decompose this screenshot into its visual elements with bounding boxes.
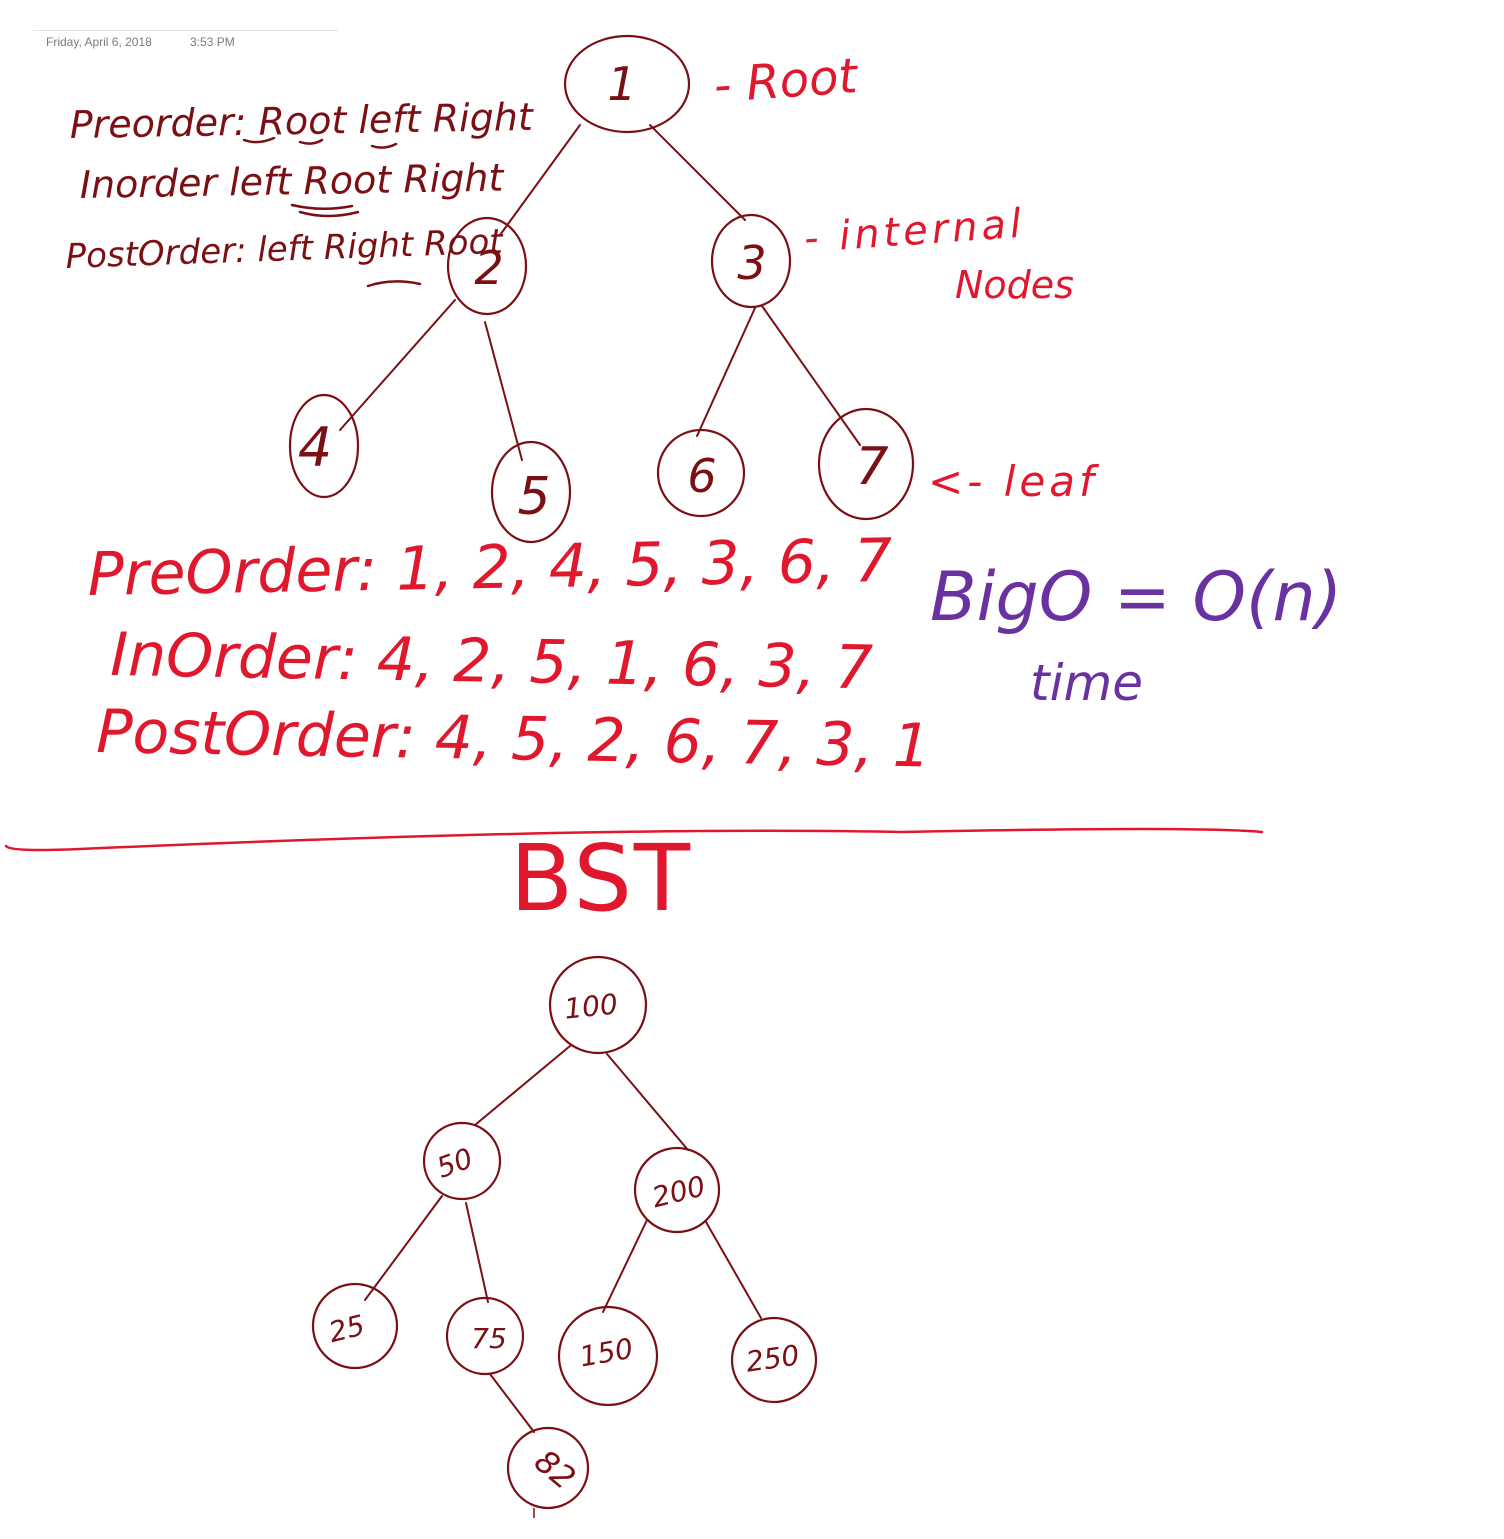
edge-1-3 xyxy=(649,124,746,221)
edge-2-4 xyxy=(339,299,456,431)
bst-node-label: 25 xyxy=(325,1308,368,1349)
bst-node-circle xyxy=(506,1426,590,1510)
bst-node-label: 82 xyxy=(527,1442,583,1497)
tree-node-label: 1 xyxy=(607,57,636,111)
label-time: time xyxy=(1030,654,1143,712)
note-time: 3:53 PM xyxy=(190,35,235,49)
bst-node-label: 200 xyxy=(649,1169,709,1214)
bst-node-circle xyxy=(422,1121,502,1201)
edge-2-5 xyxy=(484,321,523,461)
tree-node-label: 4 xyxy=(298,416,332,479)
result-preorder: PreOrder: 1, 2, 4, 5, 3, 6, 7 xyxy=(87,526,893,610)
edge-100-200 xyxy=(606,1053,689,1151)
bst-node-label: 100 xyxy=(563,987,620,1025)
bst-node-circle xyxy=(311,1282,399,1370)
edge-200-250 xyxy=(705,1221,762,1319)
edge-3-6 xyxy=(696,307,756,437)
edge-3-7 xyxy=(761,305,861,446)
label-big-o: BigO = O(n) xyxy=(930,558,1342,637)
label-nodes: Nodes xyxy=(955,263,1074,307)
tree-node-circle xyxy=(817,407,915,521)
result-postorder: PostOrder: 4, 5, 2, 6, 7, 3, 1 xyxy=(96,697,932,782)
result-inorder: InOrder: 4, 2, 5, 1, 6, 3, 7 xyxy=(110,620,874,703)
bst-node-label: 250 xyxy=(744,1339,802,1379)
bst-title: BST xyxy=(510,825,692,932)
edge-200-150 xyxy=(602,1219,648,1313)
note-date: Friday, April 6, 2018 xyxy=(46,35,152,49)
tree-node-label: 3 xyxy=(737,236,766,290)
label-internal: - internal xyxy=(802,201,1026,262)
underline-right-pre xyxy=(370,142,398,149)
legend-postorder: PostOrder: left Right Root xyxy=(65,222,505,277)
tree-node-label: 5 xyxy=(517,467,550,527)
edge-50-25 xyxy=(364,1195,443,1301)
tree-node-label: 7 xyxy=(855,437,888,497)
label-leaf: <- leaf xyxy=(928,457,1100,506)
tree-node-circle xyxy=(288,393,360,499)
header-rule xyxy=(33,30,338,31)
label-root: - Root xyxy=(712,48,861,114)
underline-root-in xyxy=(290,203,360,218)
edge-75-82 xyxy=(489,1373,535,1433)
underline-root-post xyxy=(366,280,422,288)
underline-left-pre xyxy=(298,138,324,145)
tree-node-circle xyxy=(446,216,528,316)
bst-node-circle xyxy=(730,1316,818,1404)
bst-node-circle xyxy=(548,955,648,1055)
edge-50-75 xyxy=(465,1202,489,1303)
legend-preorder: Preorder: Root left Right xyxy=(69,95,535,147)
tree-node-label: 2 xyxy=(474,241,503,295)
edge-1-2 xyxy=(499,124,581,236)
bst-node-circle xyxy=(633,1146,721,1234)
bst-node-label: 75 xyxy=(471,1322,507,1355)
tree-node-circle xyxy=(656,428,746,518)
bst-node-circle xyxy=(445,1296,525,1376)
section-divider xyxy=(4,827,1264,852)
edge-100-50 xyxy=(474,1045,571,1126)
tree-node-circle xyxy=(490,440,572,544)
bst-node-label: 50 xyxy=(432,1141,477,1184)
tree-node-label: 6 xyxy=(687,449,716,503)
bst-node-label: 150 xyxy=(577,1332,635,1374)
underline-root-pre xyxy=(242,136,276,144)
tree-node-circle xyxy=(710,213,792,309)
tree-node-circle xyxy=(563,34,691,134)
bst-node-circle xyxy=(557,1305,659,1407)
legend-inorder: Inorder left Root Right xyxy=(79,156,505,207)
